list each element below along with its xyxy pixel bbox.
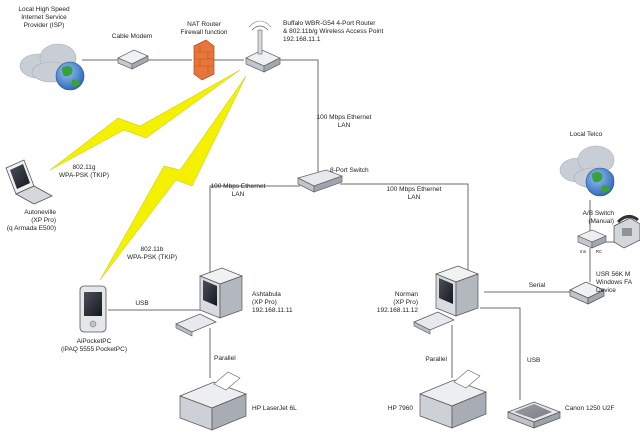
hp-7960-label: HP 7960 <box>387 405 413 412</box>
firewall-icon <box>193 39 215 81</box>
laptop-label: Autoneville (XP Pro) (q Armada E500) <box>6 209 56 232</box>
parallel-right-label: Parallel <box>425 356 447 363</box>
scanner-icon <box>507 401 561 429</box>
cable-modem-icon <box>117 49 149 70</box>
wireless-b-lightning <box>99 75 247 281</box>
nat-router-label: NAT Router Firewall function <box>180 21 228 36</box>
cable-modem-label: Cable Modem <box>111 33 153 40</box>
norman-usb-line <box>480 307 521 400</box>
canon-label: Canon 1250 U2F <box>565 405 615 412</box>
norman-label: Norman (XP Pro) 192.168.11.12 <box>376 291 418 314</box>
wireless-router-icon <box>245 20 281 73</box>
connection-lines <box>82 59 619 400</box>
telephone-icon <box>613 215 640 249</box>
switch-to-norman-line <box>340 183 469 270</box>
buffalo-to-switch-line <box>276 59 319 180</box>
serial-label: Serial <box>528 282 546 289</box>
printer-icon <box>419 369 487 429</box>
globe-icon <box>55 61 85 91</box>
wifi-g-label: 802.11g WPA-PSK (TKIP) <box>58 164 110 179</box>
pda-label: AiPocketPC (iPAQ 5555 PocketPC) <box>61 338 127 353</box>
hp-laserjet-label: HP LaserJet 6L <box>252 405 297 412</box>
ab-switch-label: A/B Switch (Manual) <box>582 210 614 225</box>
ab-switch-icon <box>577 229 607 249</box>
isp-label: Local High Speed Internet Service Provid… <box>18 6 70 29</box>
laptop-icon <box>5 159 53 205</box>
usb-left-label: USB <box>135 300 149 307</box>
line-a-label: Ins <box>579 249 587 254</box>
desktop-computer-icon <box>413 265 479 335</box>
ashtabula-label: Ashtabula (XP Pro) 192.168.11.11 <box>252 291 293 314</box>
ethernet-main-label: 100 Mbps Ethernet LAN <box>316 114 372 129</box>
usr-modem-label: USR 56K M Windows FA Device <box>596 271 633 294</box>
ethernet-left-label: 100 Mbps Ethernet LAN <box>210 183 266 198</box>
parallel-left-label: Parallel <box>214 355 236 362</box>
printer-icon <box>179 371 247 431</box>
switch-to-ashtabula-line <box>209 185 300 282</box>
ethernet-right-label: 100 Mbps Ethernet LAN <box>386 186 442 201</box>
telco-label: Local Telco <box>569 131 603 138</box>
switch-label: 8-Port Switch <box>330 167 369 174</box>
wifi-b-label: 802.11b WPA-PSK (TKIP) <box>126 246 178 261</box>
desktop-computer-icon <box>175 267 243 337</box>
pda-icon <box>79 285 107 333</box>
switch-icon <box>297 169 344 193</box>
usb-right-label: USB <box>527 357 541 364</box>
globe-icon <box>585 167 615 197</box>
buffalo-router-label: Buffalo WBR-G54 4-Port Router & 802.11b/… <box>283 20 384 43</box>
line-b-label: RC <box>595 249 603 254</box>
wireless-g-lightning <box>49 69 241 171</box>
modem-icon <box>569 281 605 305</box>
